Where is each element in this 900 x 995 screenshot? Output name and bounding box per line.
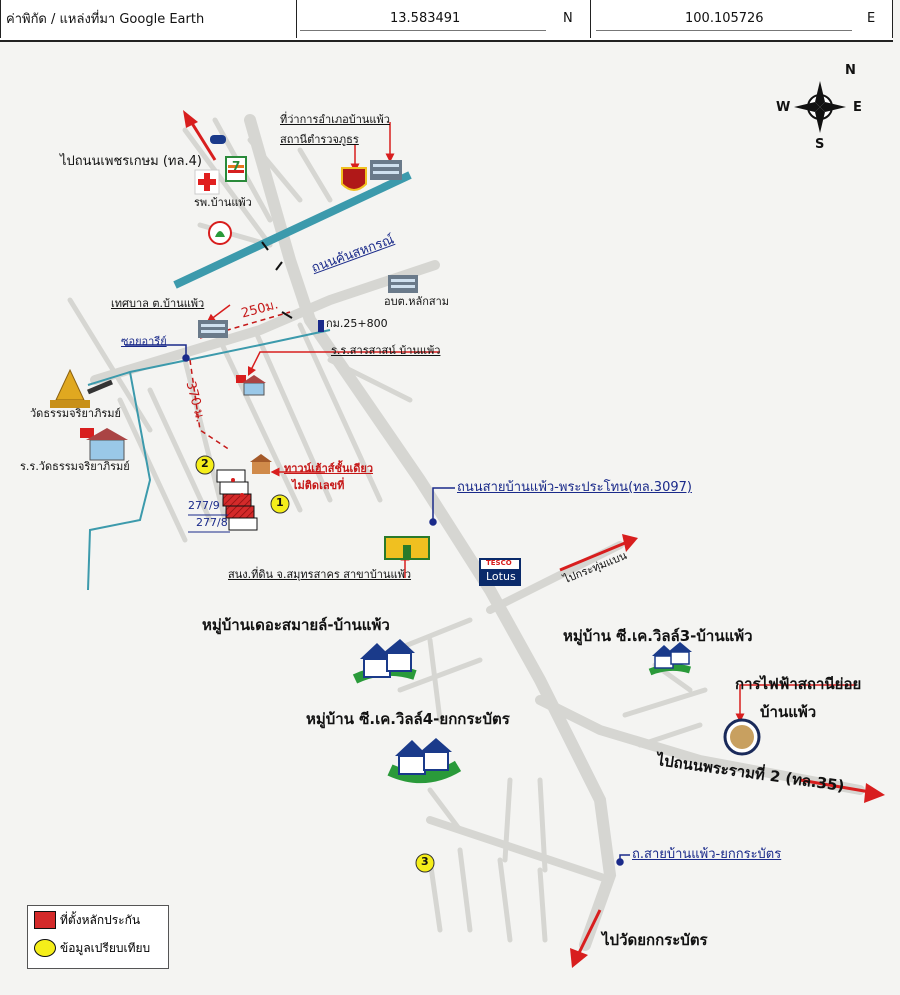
km-post-icon <box>318 320 324 332</box>
khan-road <box>90 260 440 385</box>
collateral-plot-2 <box>225 505 255 519</box>
label-km-post: กม.25+800 <box>326 317 388 330</box>
road-network <box>67 114 865 951</box>
plot-row <box>216 469 246 483</box>
car-icon <box>210 135 226 144</box>
police-badge-icon <box>341 167 367 191</box>
marker-1-number: 1 <box>276 496 284 509</box>
main-road <box>244 114 617 951</box>
label-to-yokkrabat-temple: ไปวัดยกกระบัตร <box>602 931 708 949</box>
label-townhouse-line2: ไม่ติดเลขที่ <box>292 479 345 492</box>
legend-comparison: ข้อมูลเปรียบเทียบ <box>28 934 168 962</box>
label-temple-school: ร.ร.วัดธรรมจริยาภิรมย์ <box>20 460 130 473</box>
canals <box>87 171 412 591</box>
hospital-icon <box>194 169 220 195</box>
marker-2-number: 2 <box>201 457 209 470</box>
district-office-building-icon <box>370 160 402 180</box>
townhouse-icon <box>250 454 272 474</box>
legend-collateral-label: ที่ตั้งหลักประกัน <box>60 912 141 927</box>
label-seven-eleven: 7 <box>232 159 241 173</box>
compass-rose-icon <box>794 81 846 133</box>
canal-cross <box>87 329 331 386</box>
village-ck4-icon <box>387 738 462 784</box>
legend-collateral: ที่ตั้งหลักประกัน <box>28 906 168 934</box>
longitude-value: 100.105726 <box>685 10 764 26</box>
label-yokkrabat-road: ถ.สายบ้านแพ้ว-ยกกระบัตร <box>632 847 782 862</box>
label-lot-277-9: 277/9 <box>188 499 220 512</box>
collateral-plot-1 <box>222 493 252 507</box>
compass-east: E <box>853 100 862 115</box>
pointer-lines <box>206 122 855 723</box>
label-village-ck3: หมู่บ้าน ซี.เค.วิลล์3-บ้านแพ้ว <box>563 627 753 645</box>
label-townhouse-line1: ทาวน์เฮ้าส์ชั้นเดียว <box>284 462 373 475</box>
label-tesco: TESCO <box>486 559 512 567</box>
distance-lines <box>189 311 291 451</box>
plot-row <box>219 481 249 495</box>
temple-school-icon <box>80 428 128 461</box>
label-lot-277-8: 277/8 <box>196 516 228 529</box>
legend-comparison-swatch <box>34 939 56 957</box>
label-village-smile: หมู่บ้านเดอะสมายล์-บ้านแพ้ว <box>202 616 390 634</box>
canal-north <box>173 171 412 289</box>
label-land-office: สนง.ที่ดิน จ.สมุทรสาคร สาขาบ้านแพ้ว <box>228 568 412 581</box>
compass-north: N <box>845 63 856 78</box>
label-lotus: Lotus <box>486 570 516 583</box>
arrow-phetkasem-icon <box>188 119 217 161</box>
label-pea-line2: บ้านแพ้ว <box>760 703 817 721</box>
marker-3-number: 3 <box>421 855 429 868</box>
coordinate-header: ค่าพิกัด / แหล่งที่มา Google Earth 13.58… <box>0 0 893 42</box>
label-village-ck4: หมู่บ้าน ซี.เค.วิลล์4-ยกกระบัตร <box>306 710 510 728</box>
village-smile-icon <box>352 639 417 684</box>
temple-icon <box>50 368 113 408</box>
plot-row <box>228 517 258 531</box>
latitude-value: 13.583491 <box>390 10 461 26</box>
pea-seal-icon <box>723 718 761 756</box>
label-pea-line1: การไฟฟ้าสถานีย่อย <box>735 675 862 693</box>
seven-eleven-icon <box>225 156 247 182</box>
coordinate-source-label: ค่าพิกัด / แหล่งที่มา Google Earth <box>6 11 205 27</box>
village-ck3-icon <box>648 642 692 676</box>
municipality-building-icon <box>198 320 228 338</box>
land-office-building-icon <box>384 536 430 560</box>
legend-comparison-label: ข้อมูลเปรียบเทียบ <box>60 940 151 955</box>
longitude-direction: E <box>867 10 876 26</box>
label-hospital: รพ.บ้านแพ้ว <box>194 196 252 209</box>
legend-collateral-swatch <box>34 911 56 929</box>
lak-sam-building-icon <box>388 275 418 293</box>
label-police: สถานีตำรวจภูธร <box>280 133 359 146</box>
map-legend: ที่ตั้งหลักประกัน ข้อมูลเปรียบเทียบ <box>27 905 169 969</box>
school-sarasart-icon <box>236 375 266 396</box>
rama2-road <box>535 695 865 795</box>
arrow-rama2-icon <box>799 778 871 794</box>
label-district-office: ที่ว่าการอำเภอบ้านแพ้ว <box>280 113 390 126</box>
label-phetkasem: ไปถนนเพชรเกษม (ทล.4) <box>60 154 202 169</box>
label-temple: วัดธรรมจริยาภิรมย์ <box>30 407 121 420</box>
label-municipality: เทศบาล ต.บ้านแพ้ว <box>111 297 205 310</box>
latitude-direction: N <box>563 10 573 26</box>
label-main-road: ถนนสายบ้านแพ้ว-พระประโทน(ทล.3097) <box>457 480 692 495</box>
compass-south: S <box>815 137 825 152</box>
tesco-lotus-logo <box>479 558 521 586</box>
marker-2 <box>195 455 215 475</box>
compass-west: W <box>776 100 791 115</box>
bank-icon <box>208 221 232 245</box>
direction-arrows <box>183 110 885 968</box>
plot-rows <box>188 469 258 533</box>
marker-3 <box>415 853 435 873</box>
label-school-sarasart: ร.ร.สารสาสน์ บ้านแพ้ว <box>331 344 441 357</box>
comparison-markers <box>195 455 435 873</box>
krathum-road <box>486 541 624 614</box>
label-lak-sam: อบต.หลักสาม <box>384 295 450 308</box>
marker-1 <box>270 494 290 514</box>
arrow-yokkrabat-icon <box>576 909 602 956</box>
label-soi-aree: ซอยอารีย์ <box>121 335 167 348</box>
arrow-krathum-icon <box>559 541 626 572</box>
canal-west <box>87 371 152 591</box>
